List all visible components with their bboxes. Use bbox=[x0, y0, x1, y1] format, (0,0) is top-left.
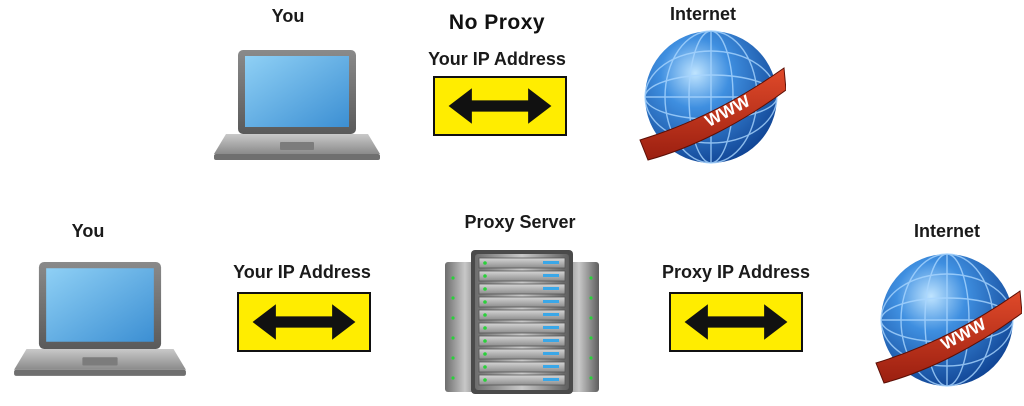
internet-globe-icon-bottom: WWW bbox=[875, 253, 1022, 387]
your-ip-arrow-top bbox=[433, 76, 567, 136]
your-ip-label-bottom: Your IP Address bbox=[233, 262, 371, 282]
proxy-server-icon bbox=[445, 250, 599, 394]
proxy-ip-label: Proxy IP Address bbox=[661, 262, 811, 282]
you-label-bottom: You bbox=[71, 221, 105, 241]
internet-label-top: Internet bbox=[669, 4, 737, 24]
laptop-icon-top bbox=[214, 50, 380, 160]
your-ip-arrow-bottom bbox=[237, 292, 371, 352]
internet-globe-icon-top: WWW bbox=[639, 30, 786, 164]
laptop-icon-bottom bbox=[14, 262, 186, 376]
internet-label-bottom: Internet bbox=[913, 221, 981, 241]
you-label-top: You bbox=[271, 6, 305, 26]
your-ip-label-top: Your IP Address bbox=[428, 49, 566, 69]
proxy-server-label: Proxy Server bbox=[464, 212, 576, 232]
no-proxy-title: No Proxy bbox=[448, 11, 546, 34]
proxy-ip-arrow bbox=[669, 292, 803, 352]
